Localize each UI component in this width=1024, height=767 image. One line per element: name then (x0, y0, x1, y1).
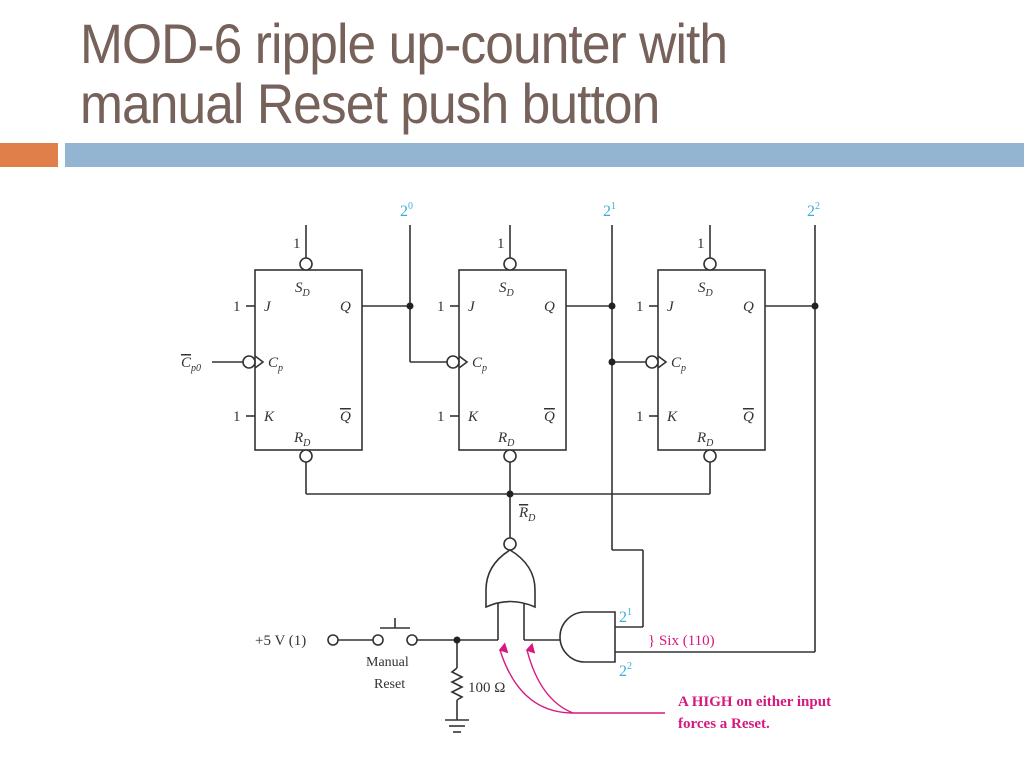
ff0-j-input: 1 (233, 299, 241, 315)
ff1-rd-label: RD (497, 430, 515, 449)
accent-bar-orange (0, 143, 58, 167)
clock-input-label: Cp0 (181, 355, 201, 374)
output-bit-0-label: 20 (400, 201, 413, 220)
manual-reset-label-2: Reset (374, 677, 405, 692)
ff2-sd-label: SD (698, 280, 714, 299)
ff1-j-input: 1 (437, 299, 445, 315)
six-label: } Six (110) (648, 633, 715, 649)
ff2-qbar-label: Q (743, 409, 754, 425)
reset-line-label: RD (518, 505, 536, 524)
manual-reset-label-1: Manual (366, 655, 409, 670)
ff0-j-label: J (264, 299, 272, 315)
ff0-sd-label: SD (295, 280, 311, 299)
ff1-q-label: Q (544, 299, 555, 315)
ff1-j-label: J (468, 299, 476, 315)
and-input-1-label: 21 (619, 607, 632, 626)
resistor-label: 100 Ω (468, 680, 505, 696)
ff1-qbar-label: Q (544, 409, 555, 425)
and-input-2-label: 22 (619, 661, 632, 680)
ff0-sd-input: 1 (293, 236, 301, 252)
ff0-rd-label: RD (293, 430, 311, 449)
ff1-k-input: 1 (437, 409, 445, 425)
ff1-sd-input: 1 (497, 236, 505, 252)
ff2-k-input: 1 (636, 409, 644, 425)
ff0-k-label: K (263, 409, 275, 425)
nor-gate (485, 549, 536, 609)
nor-bubble (503, 537, 517, 551)
slide-title: MOD-6 ripple up-counter with manual Rese… (80, 14, 908, 134)
ff2-j-label: J (667, 299, 675, 315)
ff2-k-label: K (666, 409, 678, 425)
ff2-sd-input: 1 (697, 236, 705, 252)
ff1-k-label: K (467, 409, 479, 425)
ff0-cp-label: Cp (268, 355, 283, 374)
ff0-q-label: Q (340, 299, 351, 315)
supply-label: +5 V (1) (255, 633, 306, 649)
ff0-qbar-label: Q (340, 409, 351, 425)
annotation-line-2: forces a Reset. (678, 716, 770, 732)
ff1-sd-label: SD (499, 280, 515, 299)
ff2-rd-label: RD (696, 430, 714, 449)
ff0-k-input: 1 (233, 409, 241, 425)
slide-title-line-1: MOD-6 ripple up-counter with (80, 12, 728, 75)
resistor (450, 667, 464, 701)
output-bit-2-label: 22 (807, 201, 820, 220)
accent-bar-blue (65, 143, 1024, 167)
output-bit-1-label: 21 (603, 201, 616, 220)
ff1-cp-label: Cp (472, 355, 487, 374)
ff2-cp-label: Cp (671, 355, 686, 374)
slide-title-line-2: manual Reset push button (80, 72, 660, 135)
ff2-q-label: Q (743, 299, 754, 315)
and-gate (559, 611, 616, 663)
annotation-line-1: A HIGH on either input (678, 694, 831, 710)
ff2-j-input: 1 (636, 299, 644, 315)
